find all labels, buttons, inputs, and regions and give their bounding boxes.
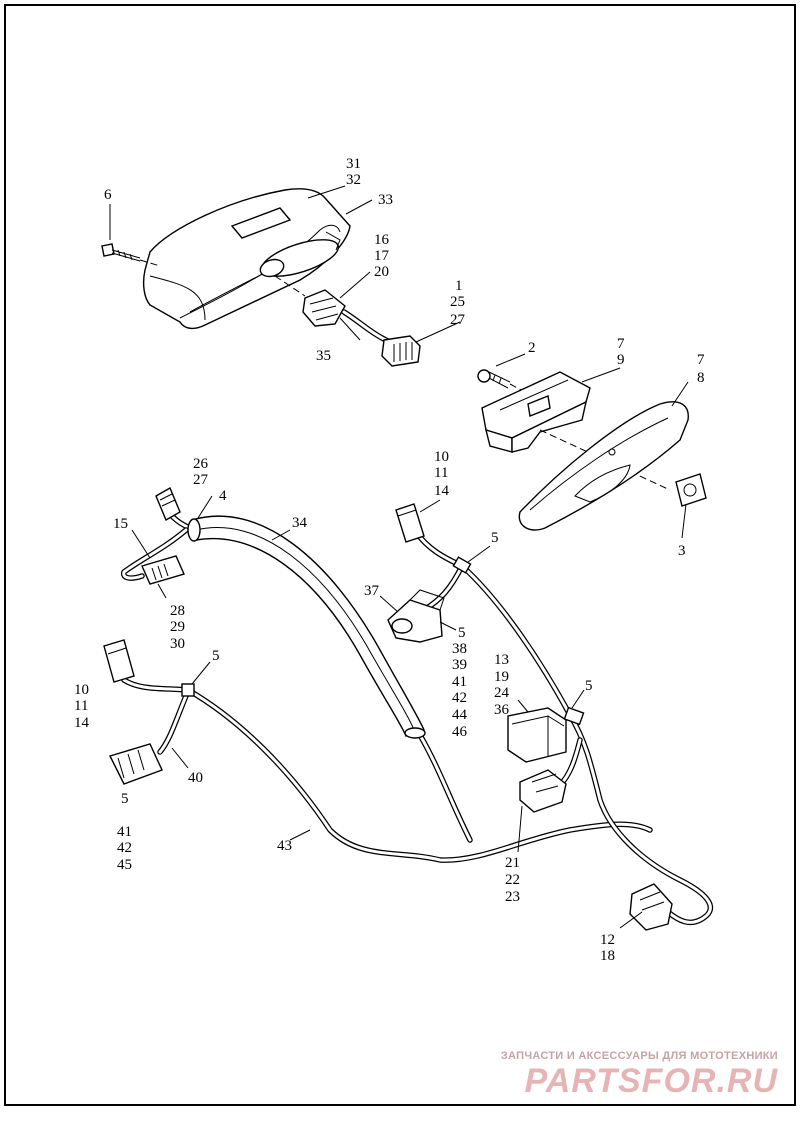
conduit-sleeve bbox=[187, 515, 426, 739]
module-13-19-24-36 bbox=[507, 707, 567, 763]
callout-39: 39 bbox=[452, 657, 467, 673]
callout-29: 29 bbox=[170, 619, 185, 635]
callout-3: 3 bbox=[678, 543, 686, 559]
callout-11: 11 bbox=[434, 465, 448, 481]
callout-12: 12 bbox=[600, 932, 615, 948]
callout-2: 2 bbox=[528, 340, 536, 356]
page-frame bbox=[4, 4, 796, 1106]
callout-17: 17 bbox=[374, 248, 390, 264]
nut-3 bbox=[675, 473, 707, 507]
watermark-brand: PARTSFOR.RU bbox=[524, 1062, 778, 1100]
callout-25: 25 bbox=[450, 294, 465, 310]
callout-13: 13 bbox=[494, 652, 509, 668]
lamp-lens bbox=[518, 401, 689, 531]
callout-37: 37 bbox=[364, 583, 380, 599]
callout-21: 21 bbox=[505, 855, 520, 871]
watermark: ЗАПЧАСТИ И АКСЕССУАРЫ ДЛЯ МОТОТЕХНИКИ PA… bbox=[478, 1050, 778, 1100]
callout-1: 1 bbox=[455, 278, 463, 294]
callout-11: 11 bbox=[74, 698, 88, 714]
callout-45: 45 bbox=[117, 857, 132, 873]
lamp-pigtail bbox=[274, 275, 421, 367]
connector-10-11-14-upper bbox=[395, 503, 425, 543]
callout-38: 38 bbox=[452, 641, 467, 657]
callout-10: 10 bbox=[434, 449, 449, 465]
callout-27: 27 bbox=[450, 312, 466, 328]
callout-23: 23 bbox=[505, 889, 520, 905]
callout-10: 10 bbox=[74, 682, 89, 698]
callout-27: 27 bbox=[193, 472, 209, 488]
screw-6 bbox=[101, 243, 161, 267]
connector-26-27 bbox=[155, 486, 181, 522]
switch-37 bbox=[387, 589, 445, 643]
callout-40: 40 bbox=[188, 770, 203, 786]
callout-28: 28 bbox=[170, 603, 185, 619]
callout-5: 5 bbox=[585, 678, 593, 694]
callout-7: 7 bbox=[697, 352, 705, 368]
callout-35: 35 bbox=[316, 348, 331, 364]
callout-8: 8 bbox=[697, 370, 705, 386]
callout-14: 14 bbox=[74, 715, 90, 731]
callout-19: 19 bbox=[494, 669, 509, 685]
callout-24: 24 bbox=[494, 685, 510, 701]
callout-22: 22 bbox=[505, 872, 520, 888]
callout-18: 18 bbox=[600, 948, 615, 964]
callout-14: 14 bbox=[434, 483, 450, 499]
callout-44: 44 bbox=[452, 707, 468, 723]
callout-labels: 31 32 33 6 16 17 20 1 25 27 35 2 7 9 7 8… bbox=[74, 156, 705, 964]
watermark-subtitle: ЗАПЧАСТИ И АКСЕССУАРЫ ДЛЯ МОТОТЕХНИКИ bbox=[500, 1050, 778, 1062]
callout-26: 26 bbox=[193, 456, 209, 472]
callout-41: 41 bbox=[452, 674, 467, 690]
callout-5: 5 bbox=[121, 791, 129, 807]
connector-12-18 bbox=[629, 883, 673, 931]
callout-34: 34 bbox=[292, 515, 308, 531]
callout-5: 5 bbox=[212, 648, 220, 664]
callout-42: 42 bbox=[452, 690, 467, 706]
callout-33: 33 bbox=[378, 192, 393, 208]
callout-31: 31 bbox=[346, 156, 361, 172]
callout-43: 43 bbox=[277, 838, 292, 854]
callout-32: 32 bbox=[346, 172, 361, 188]
callout-46: 46 bbox=[452, 724, 468, 740]
callout-20: 20 bbox=[374, 264, 389, 280]
wiring-harness bbox=[120, 501, 714, 926]
callout-5: 5 bbox=[491, 530, 499, 546]
connector-5-41-42-45 bbox=[109, 743, 163, 785]
callout-6: 6 bbox=[104, 187, 112, 203]
leader-lines bbox=[109, 185, 689, 929]
callout-42: 42 bbox=[117, 840, 132, 856]
mounting-bracket bbox=[481, 371, 671, 491]
callout-4: 4 bbox=[219, 488, 227, 504]
callout-41: 41 bbox=[117, 824, 132, 840]
callout-30: 30 bbox=[170, 636, 185, 652]
callout-5: 5 bbox=[458, 625, 466, 641]
connector-10-11-14-lower bbox=[103, 639, 135, 683]
connector-21-22-23 bbox=[519, 769, 567, 813]
callout-9: 9 bbox=[617, 352, 625, 368]
callout-16: 16 bbox=[374, 232, 390, 248]
callout-36: 36 bbox=[494, 702, 510, 718]
callout-15: 15 bbox=[113, 516, 128, 532]
callout-7: 7 bbox=[617, 336, 625, 352]
tail-lamp-housing bbox=[142, 188, 351, 330]
connector-28-29-30 bbox=[141, 555, 185, 585]
